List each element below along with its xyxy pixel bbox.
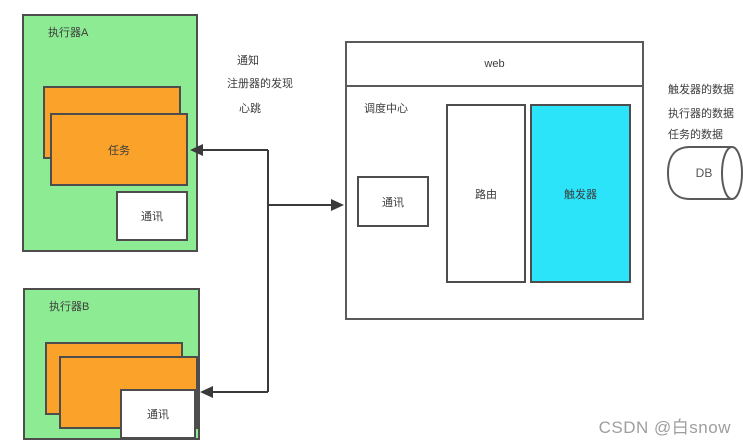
executor-a-task-label: 任务 — [108, 144, 130, 157]
scheduler-trigger-box: 触发器 — [530, 104, 631, 283]
db-note-task-data: 任务的数据 — [668, 129, 723, 141]
db-label: DB — [695, 166, 713, 180]
scheduler-route-box: 路由 — [446, 104, 526, 283]
db-note-executor-data: 执行器的数据 — [668, 108, 734, 120]
link-label-registry-discovery: 注册器的发现 — [227, 78, 293, 90]
scheduler-route-label: 路由 — [475, 188, 497, 201]
executor-a-box: 执行器A 任务 通讯 — [22, 14, 198, 252]
web-container: web 调度中心 通讯 路由 触发器 — [345, 41, 644, 320]
link-label-notify: 通知 — [237, 55, 259, 67]
arrowhead-to-scheduler — [331, 199, 344, 211]
link-label-heartbeat: 心跳 — [239, 103, 261, 115]
scheduler-trigger-label: 触发器 — [564, 188, 597, 201]
web-header: web — [347, 43, 642, 87]
executor-b-comm-box: 通讯 — [120, 389, 196, 439]
scheduler-comm-label: 通讯 — [382, 196, 404, 209]
executor-a-comm-box: 通讯 — [116, 191, 188, 241]
db-note-trigger-data: 触发器的数据 — [668, 84, 734, 96]
watermark: CSDN @白snow — [598, 418, 731, 437]
executor-b-comm-label: 通讯 — [147, 409, 169, 421]
executor-a-comm-label: 通讯 — [141, 211, 163, 223]
scheduler-title: 调度中心 — [364, 103, 408, 115]
scheduler-comm-box: 通讯 — [357, 176, 429, 227]
executor-a-title: 执行器A — [48, 27, 89, 39]
executor-b-box: 执行器B 通讯 — [23, 288, 200, 440]
executor-a-task-box: 任务 — [50, 113, 188, 186]
arrowhead-to-comm-b — [200, 386, 213, 398]
web-title: web — [484, 58, 505, 70]
executor-b-title: 执行器B — [49, 301, 90, 313]
